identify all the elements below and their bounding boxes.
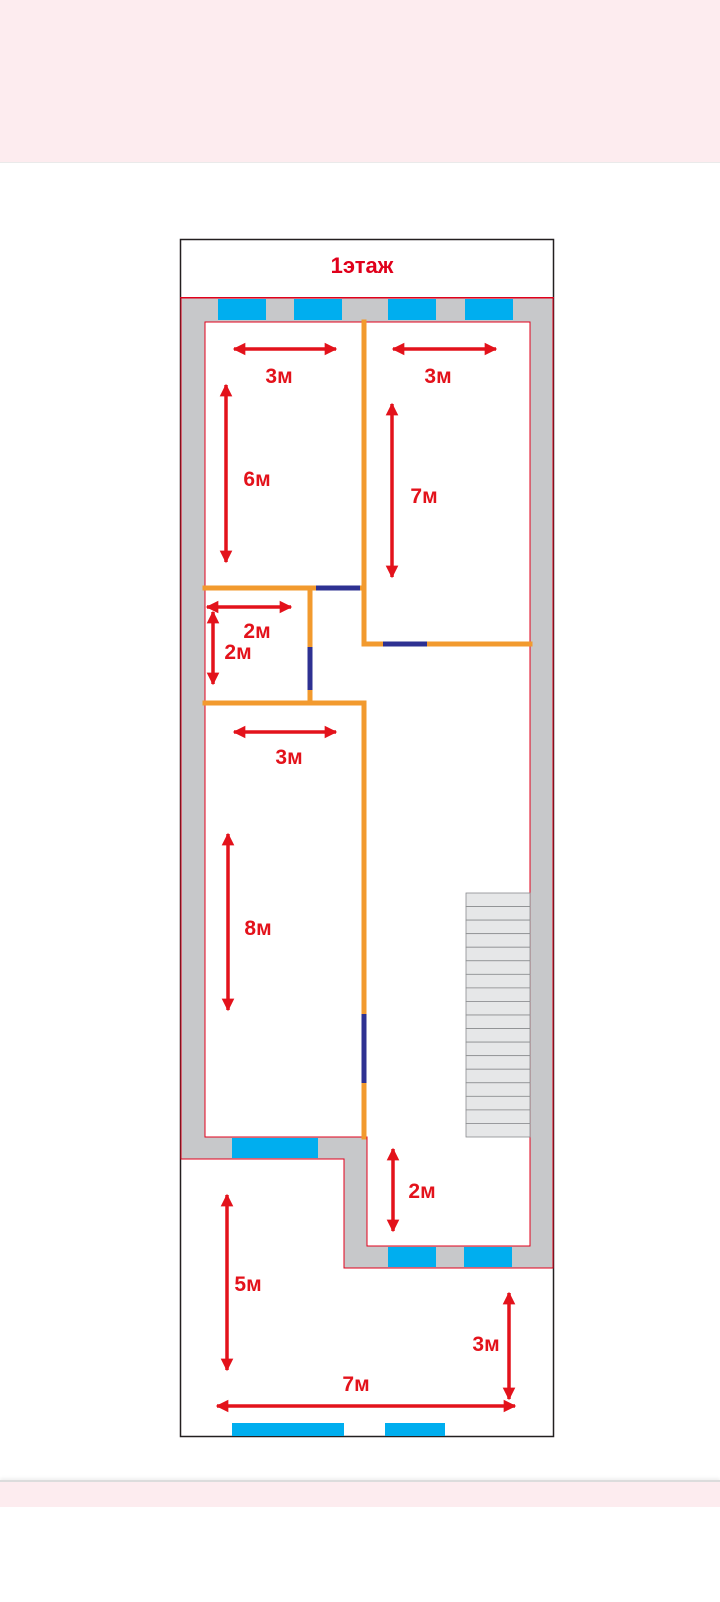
stair-tread xyxy=(465,973,531,989)
window-top-1 xyxy=(218,299,266,320)
stair-tread xyxy=(465,1068,531,1084)
dim-label-room3-width: 3м xyxy=(275,746,302,769)
stair-tread xyxy=(465,1123,531,1138)
window-room3 xyxy=(232,1138,318,1158)
window-hall-2 xyxy=(464,1247,512,1267)
dim-label-room3-length: 8м xyxy=(244,917,271,940)
dim-label-porch-length: 5м xyxy=(234,1273,261,1296)
window-top-2 xyxy=(294,299,342,320)
stair-tread xyxy=(465,1095,531,1111)
dim-label-bath-width: 2м xyxy=(243,620,270,643)
window-hall-1 xyxy=(388,1247,436,1267)
stair-tread xyxy=(465,1109,531,1124)
bottom-strip xyxy=(0,1507,720,1602)
stair-tread xyxy=(465,1041,531,1057)
stair-tread xyxy=(465,1001,531,1016)
stair-tread xyxy=(465,1055,531,1070)
window-top-3 xyxy=(388,299,436,320)
dim-label-porch-width: 7м xyxy=(342,1373,369,1396)
stair-tread xyxy=(465,906,531,921)
dim-label-hall-length: 2м xyxy=(408,1180,435,1203)
dim-label-room2-length: 7м xyxy=(410,485,437,508)
stair-tread xyxy=(465,919,531,935)
dim-label-room1-length: 6м xyxy=(243,468,270,491)
exterior-walls xyxy=(180,297,554,1269)
stair-tread xyxy=(465,933,531,948)
stair-tread xyxy=(465,892,531,907)
window-porch-2 xyxy=(385,1423,445,1436)
window-porch-1 xyxy=(232,1423,344,1436)
floor-title: 1этаж xyxy=(331,253,394,278)
dim-label-room1-width: 3м xyxy=(265,365,292,388)
window-top-4 xyxy=(465,299,513,320)
stair-tread xyxy=(465,1014,531,1029)
dim-label-bath-length: 2м xyxy=(224,641,251,664)
stair-tread xyxy=(465,946,531,962)
stair-tread xyxy=(465,1082,531,1097)
stairs xyxy=(465,892,531,1138)
bottom-banner xyxy=(0,1480,720,1602)
dim-label-room2-width: 3м xyxy=(424,365,451,388)
stair-tread xyxy=(465,987,531,1002)
top-banner xyxy=(0,0,720,163)
stair-tread xyxy=(465,960,531,975)
stair-tread xyxy=(465,1028,531,1043)
dim-label-porch-side: 3м xyxy=(472,1333,499,1356)
